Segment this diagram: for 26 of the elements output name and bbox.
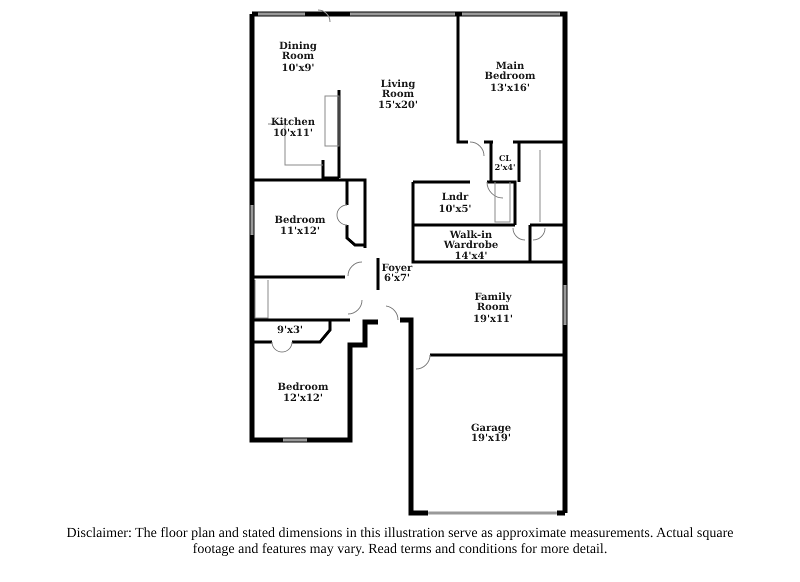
room-dimensions: 15'x20' bbox=[378, 101, 418, 111]
room-name: Dining Room bbox=[278, 42, 318, 62]
room-dimensions: 10'x9' bbox=[282, 64, 314, 74]
room-name: Family Room bbox=[473, 293, 513, 313]
room-dimensions: 9'x3' bbox=[277, 326, 303, 336]
room-name: Bedroom bbox=[278, 383, 328, 393]
room-dimensions: 6'x7' bbox=[384, 274, 410, 284]
room-name: Main Bedroom bbox=[484, 62, 536, 82]
room-dimensions: 2'x4' bbox=[494, 162, 516, 172]
room-dimensions: 10'x11' bbox=[273, 129, 313, 139]
room-name: Living Room bbox=[380, 80, 416, 100]
room-name: Bedroom bbox=[274, 216, 326, 226]
room-dimensions: 13'x16' bbox=[490, 84, 530, 94]
room-dimensions: 19'x19' bbox=[471, 434, 511, 444]
room-name: Lndr bbox=[442, 193, 468, 203]
room-name: Kitchen bbox=[270, 118, 316, 128]
room-dimensions: 10'x5' bbox=[438, 205, 472, 215]
room-name: Walk-in Wardrobe bbox=[442, 231, 500, 251]
room-dimensions: 12'x12' bbox=[283, 394, 323, 404]
room-dimensions: 14'x4' bbox=[454, 252, 488, 262]
disclaimer-text: Disclaimer: The floor plan and stated dimensions in this illustration serve as approximate measurements. Actual square footage and features may vary. Read terms and conditions for more detail. bbox=[66, 526, 734, 558]
room-name: Garage bbox=[470, 424, 512, 434]
room-dimensions: 19'x11' bbox=[473, 315, 513, 325]
room-name: Foyer bbox=[382, 264, 412, 274]
room-name: CL bbox=[499, 153, 511, 163]
room-dimensions: 11'x12' bbox=[280, 227, 320, 237]
